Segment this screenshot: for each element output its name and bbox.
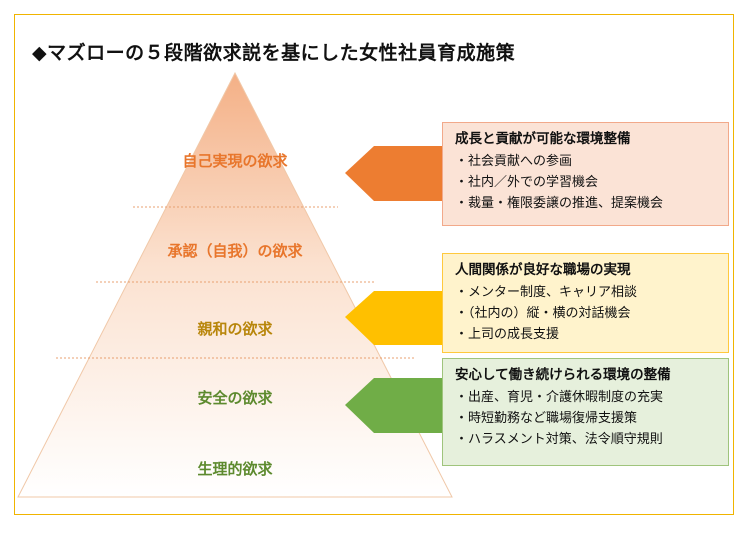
box-item: ・社内／外での学習機会 [455, 175, 599, 190]
measures-box-security: 安心して働き続けられる環境の整備 ・出産、育児・介護休暇制度の充実 ・時短勤務な… [442, 358, 729, 466]
box-item: ・社会貢献への参画 [455, 154, 573, 169]
level-esteem: 承認（自我）の欲求 [167, 242, 303, 260]
box-heading: 成長と貢献が可能な環境整備 [455, 131, 631, 147]
box-item: ・裁量・権限委譲の推進、提案機会 [455, 196, 664, 211]
level-self-actualization: 自己実現の欲求 [182, 152, 288, 170]
box-item: ・ハラスメント対策、法令順守規則 [455, 432, 663, 447]
box-item: ・（社内の）縦・横の対話機会 [455, 306, 631, 321]
box-item: ・上司の成長支援 [455, 327, 560, 342]
box-item: ・メンター制度、キャリア相談 [455, 285, 638, 300]
level-safety: 安全の欲求 [197, 389, 273, 407]
measures-box-growth: 成長と貢献が可能な環境整備 ・社会貢献への参画 ・社内／外での学習機会 ・裁量・… [442, 122, 729, 226]
level-physiological: 生理的欲求 [197, 460, 273, 478]
box-item: ・出産、育児・介護休暇制度の充実 [455, 390, 664, 405]
level-affiliation: 親和の欲求 [197, 320, 273, 338]
pyramid-shape [17, 71, 453, 498]
diagram-title: ◆マズローの５段階欲求説を基にした女性社員育成施策 [32, 42, 516, 64]
box-heading: 安心して働き続けられる環境の整備 [455, 367, 671, 383]
box-item: ・時短勤務など職場復帰支援策 [455, 411, 638, 426]
measures-box-relations: 人間関係が良好な職場の実現 ・メンター制度、キャリア相談 ・（社内の）縦・横の対… [442, 253, 729, 353]
arrow-safety [345, 378, 442, 433]
arrow-affiliation [345, 291, 442, 345]
arrow-self-actualization [345, 146, 442, 201]
box-heading: 人間関係が良好な職場の実現 [455, 262, 631, 278]
